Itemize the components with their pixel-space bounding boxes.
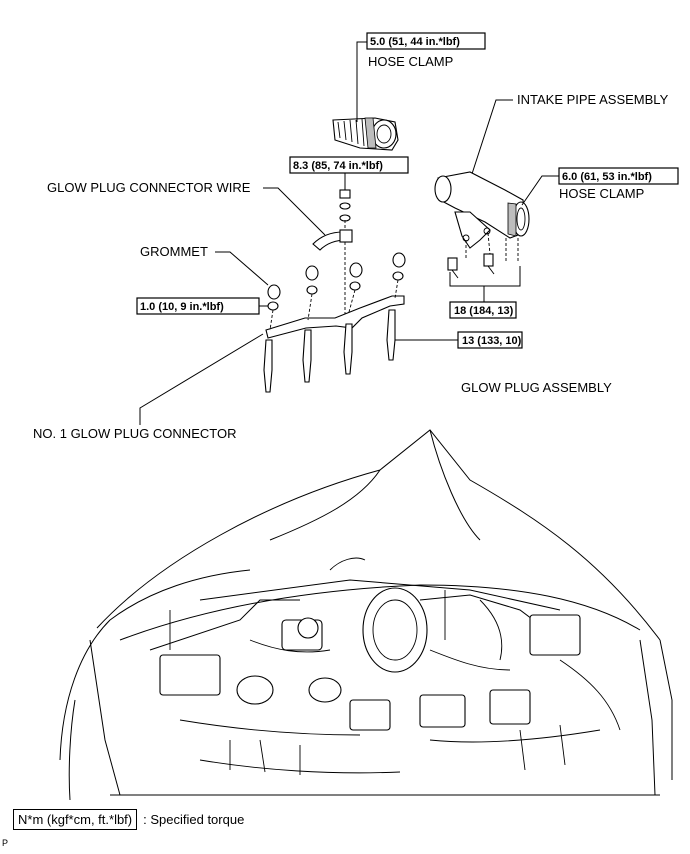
figure-code: P: [2, 838, 9, 848]
torque-hose-clamp-top: 5.0 (51, 44 in.*lbf): [370, 36, 460, 48]
upper-hose-illustration: [332, 117, 399, 151]
label-glow-plug-assembly: GLOW PLUG ASSEMBLY: [461, 380, 612, 395]
torque-hose-clamp-right: 6.0 (61, 53 in.*lbf): [562, 171, 652, 183]
torque-connector-wire-nut: 8.3 (85, 74 in.*lbf): [293, 160, 383, 172]
label-grommet: GROMMET: [140, 244, 208, 259]
label-hose-clamp-right: HOSE CLAMP: [559, 186, 644, 201]
legend-unit-box: N*m (kgf*cm, ft.*lbf): [13, 808, 138, 830]
torque-intake-bolts: 18 (184, 13): [454, 305, 514, 317]
connector-wire-illustration: [312, 229, 353, 251]
torque-box-intake-bolts: [449, 301, 517, 319]
legend: N*m (kgf*cm, ft.*lbf) : Specified torque: [13, 808, 244, 830]
grommets-and-nuts: [267, 252, 406, 311]
engine-bay-illustration: [59, 429, 673, 801]
label-no1-glow-plug-connector: NO. 1 GLOW PLUG CONNECTOR: [33, 426, 236, 441]
torque-connector-nut: 1.0 (10, 9 in.*lbf): [140, 301, 224, 313]
label-hose-clamp-top: HOSE CLAMP: [368, 54, 453, 69]
legend-text: : Specified torque: [143, 811, 245, 827]
torque-box-connector-wire-nut: [289, 156, 409, 174]
no1-glow-plug-connector-bar: [265, 295, 405, 339]
torque-glow-plug: 13 (133, 10): [462, 335, 522, 347]
label-glow-plug-connector-wire: GLOW PLUG CONNECTOR WIRE: [47, 180, 251, 195]
connector-wire-nut-stack: [339, 189, 351, 222]
intake-bolts: [447, 253, 495, 279]
torque-box-hose-clamp-top: [366, 32, 486, 50]
glow-plugs: [263, 309, 396, 393]
intake-pipe-illustration: [434, 171, 530, 249]
label-intake-pipe-assembly: INTAKE PIPE ASSEMBLY: [517, 92, 669, 107]
